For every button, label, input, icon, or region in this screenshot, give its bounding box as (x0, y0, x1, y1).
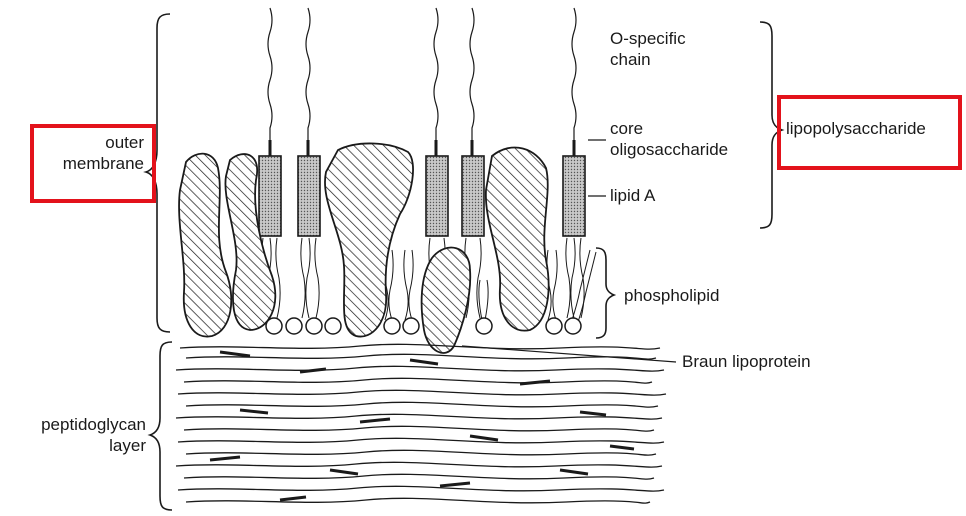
phospholipid-brace (596, 248, 614, 338)
o-specific-chain-line-2: chain (610, 49, 686, 70)
peptidoglycan-fibres (176, 344, 666, 503)
membrane-proteins (179, 143, 549, 353)
peptidoglycan-layer-label: peptidoglycan layer (10, 414, 146, 456)
phospholipid-label: phospholipid (624, 285, 719, 306)
core-oligosaccharide-line-1: core (610, 118, 728, 139)
core-oligosaccharide-label: core oligosaccharide (610, 118, 728, 160)
core-oligosaccharide-line-2: oligosaccharide (610, 139, 728, 160)
o-specific-chain-label: O-specific chain (610, 28, 686, 70)
peptidoglycan-layer-line-1: peptidoglycan (10, 414, 146, 435)
outer-membrane-highlight (30, 124, 156, 203)
braun-lipoprotein-label: Braun lipoprotein (682, 351, 811, 372)
o-specific-chain-line-1: O-specific (610, 28, 686, 49)
lipopolysaccharide-highlight (777, 95, 962, 170)
peptidoglycan-brace (150, 342, 172, 510)
lipid-a-label: lipid A (610, 185, 655, 206)
o-specific-chains (268, 8, 576, 152)
peptidoglycan-layer-line-2: layer (10, 435, 146, 456)
